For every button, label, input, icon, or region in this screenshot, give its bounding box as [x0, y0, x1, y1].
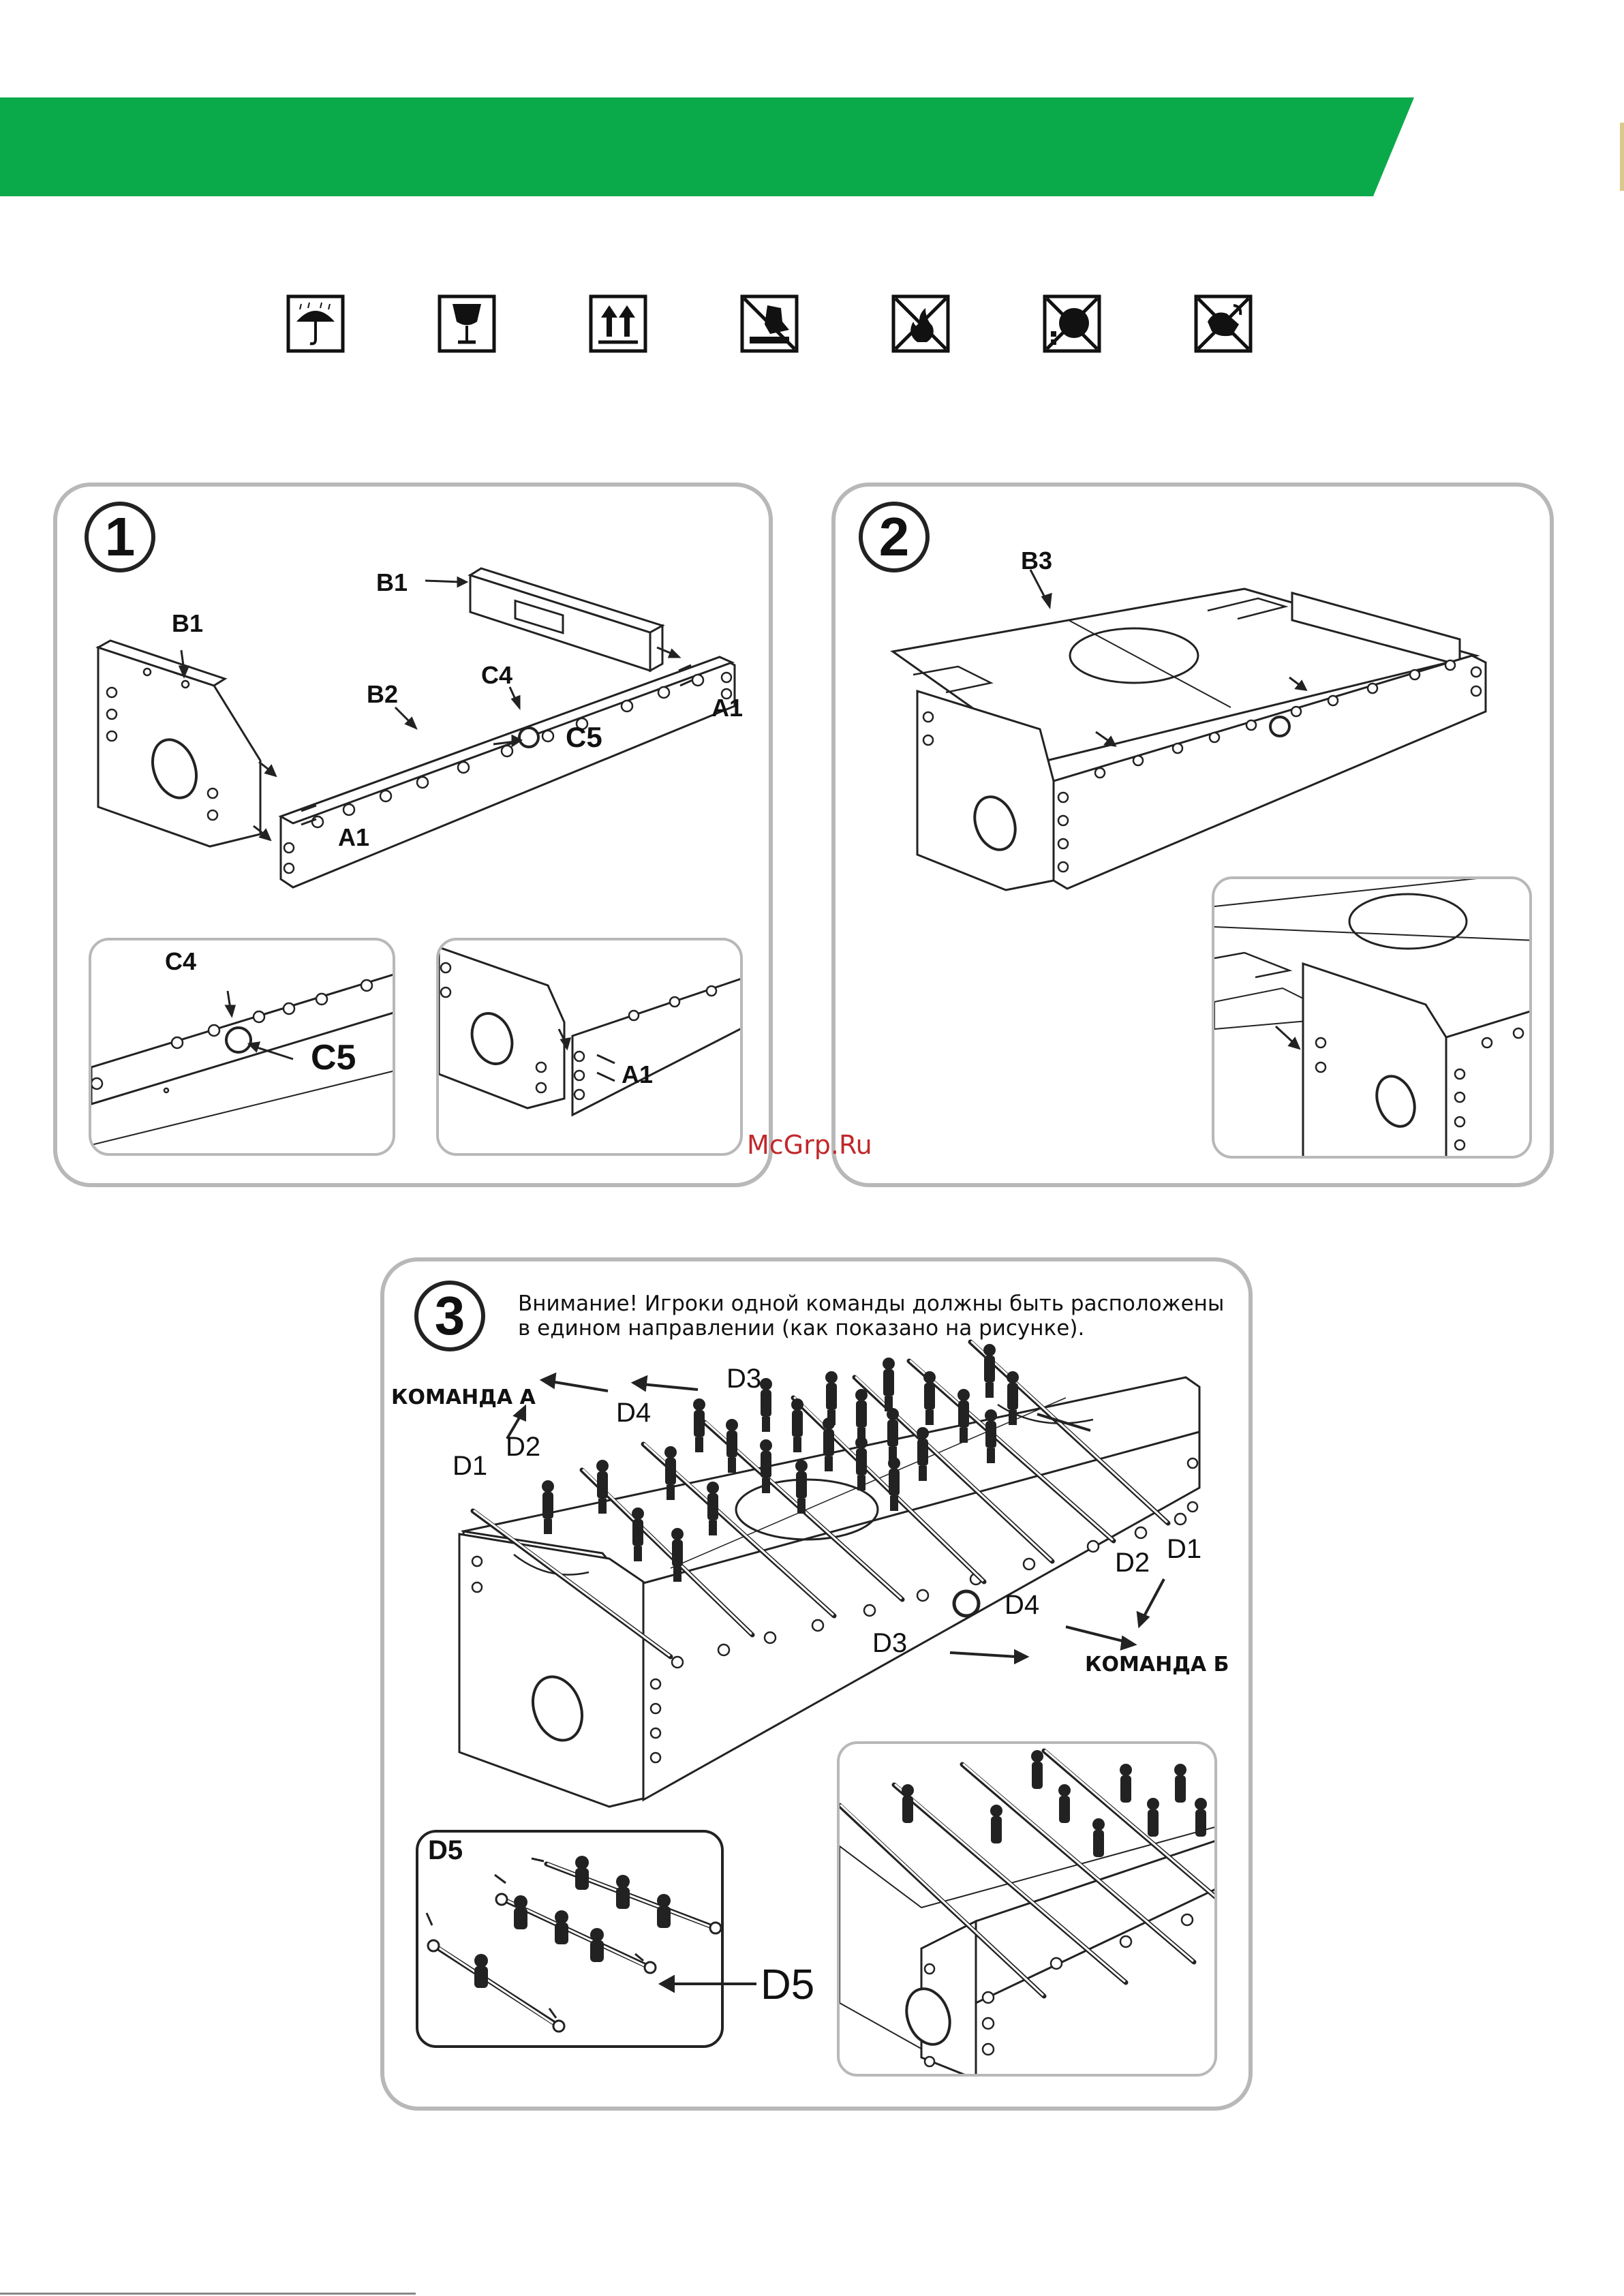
step-3-detail-rods [837, 1741, 1217, 2077]
label-d1-left: D1 [453, 1451, 487, 1482]
step-2-panel: 2 B3 [831, 483, 1554, 1187]
step-2-detail [1212, 876, 1532, 1159]
step-3-detail-d5: D5 [416, 1830, 724, 2048]
label-b2: B2 [367, 680, 398, 709]
fragile-glass-icon [438, 294, 496, 353]
label-d1-right: D1 [1167, 1534, 1201, 1565]
team-a-label: КОМАНДА А [391, 1386, 536, 1409]
label-d4-right: D4 [1005, 1590, 1039, 1621]
edge-marker [1620, 123, 1624, 191]
label-d2-left: D2 [506, 1432, 540, 1463]
step-1-detail-a1: A1 [436, 938, 743, 1156]
step-1-detail-c4-c5: C4 C5 [89, 938, 395, 1156]
handling-icons [286, 294, 1254, 356]
watermark: McGrp.Ru [747, 1130, 872, 1160]
team-b-label: КОМАНДА Б [1085, 1653, 1229, 1677]
label-d2-right: D2 [1115, 1548, 1150, 1578]
label-c5: C5 [566, 721, 602, 754]
detail-label-d5-outer: D5 [761, 1961, 814, 2009]
this-way-up-icon [589, 294, 647, 353]
detail-label-c5: C5 [311, 1037, 356, 1078]
label-b1-top: B1 [376, 568, 408, 597]
detail-label-a1: A1 [622, 1060, 653, 1089]
label-d3-left: D3 [726, 1364, 761, 1394]
detail-label-c4: C4 [165, 947, 196, 976]
no-rolling-icon [1043, 294, 1101, 353]
label-d4-left: D4 [616, 1398, 651, 1428]
label-a1-right: A1 [711, 694, 743, 722]
no-fire-icon [891, 294, 950, 353]
label-b1-left: B1 [172, 609, 203, 638]
label-c4: C4 [481, 661, 512, 690]
no-hand-hook-icon [1194, 294, 1253, 353]
step-3-panel: 3 Внимание! Игроки одной команды должны … [380, 1257, 1253, 2111]
label-a1-left: A1 [338, 823, 369, 852]
no-step-icon [740, 294, 799, 353]
detail-label-d5-inner: D5 [428, 1835, 463, 1866]
header-banner [0, 97, 1414, 196]
footer-line [0, 2293, 416, 2295]
label-d3-right: D3 [872, 1628, 907, 1659]
step-1-panel: 1 [53, 483, 773, 1187]
label-b3: B3 [1021, 547, 1052, 575]
umbrella-icon [286, 294, 345, 353]
